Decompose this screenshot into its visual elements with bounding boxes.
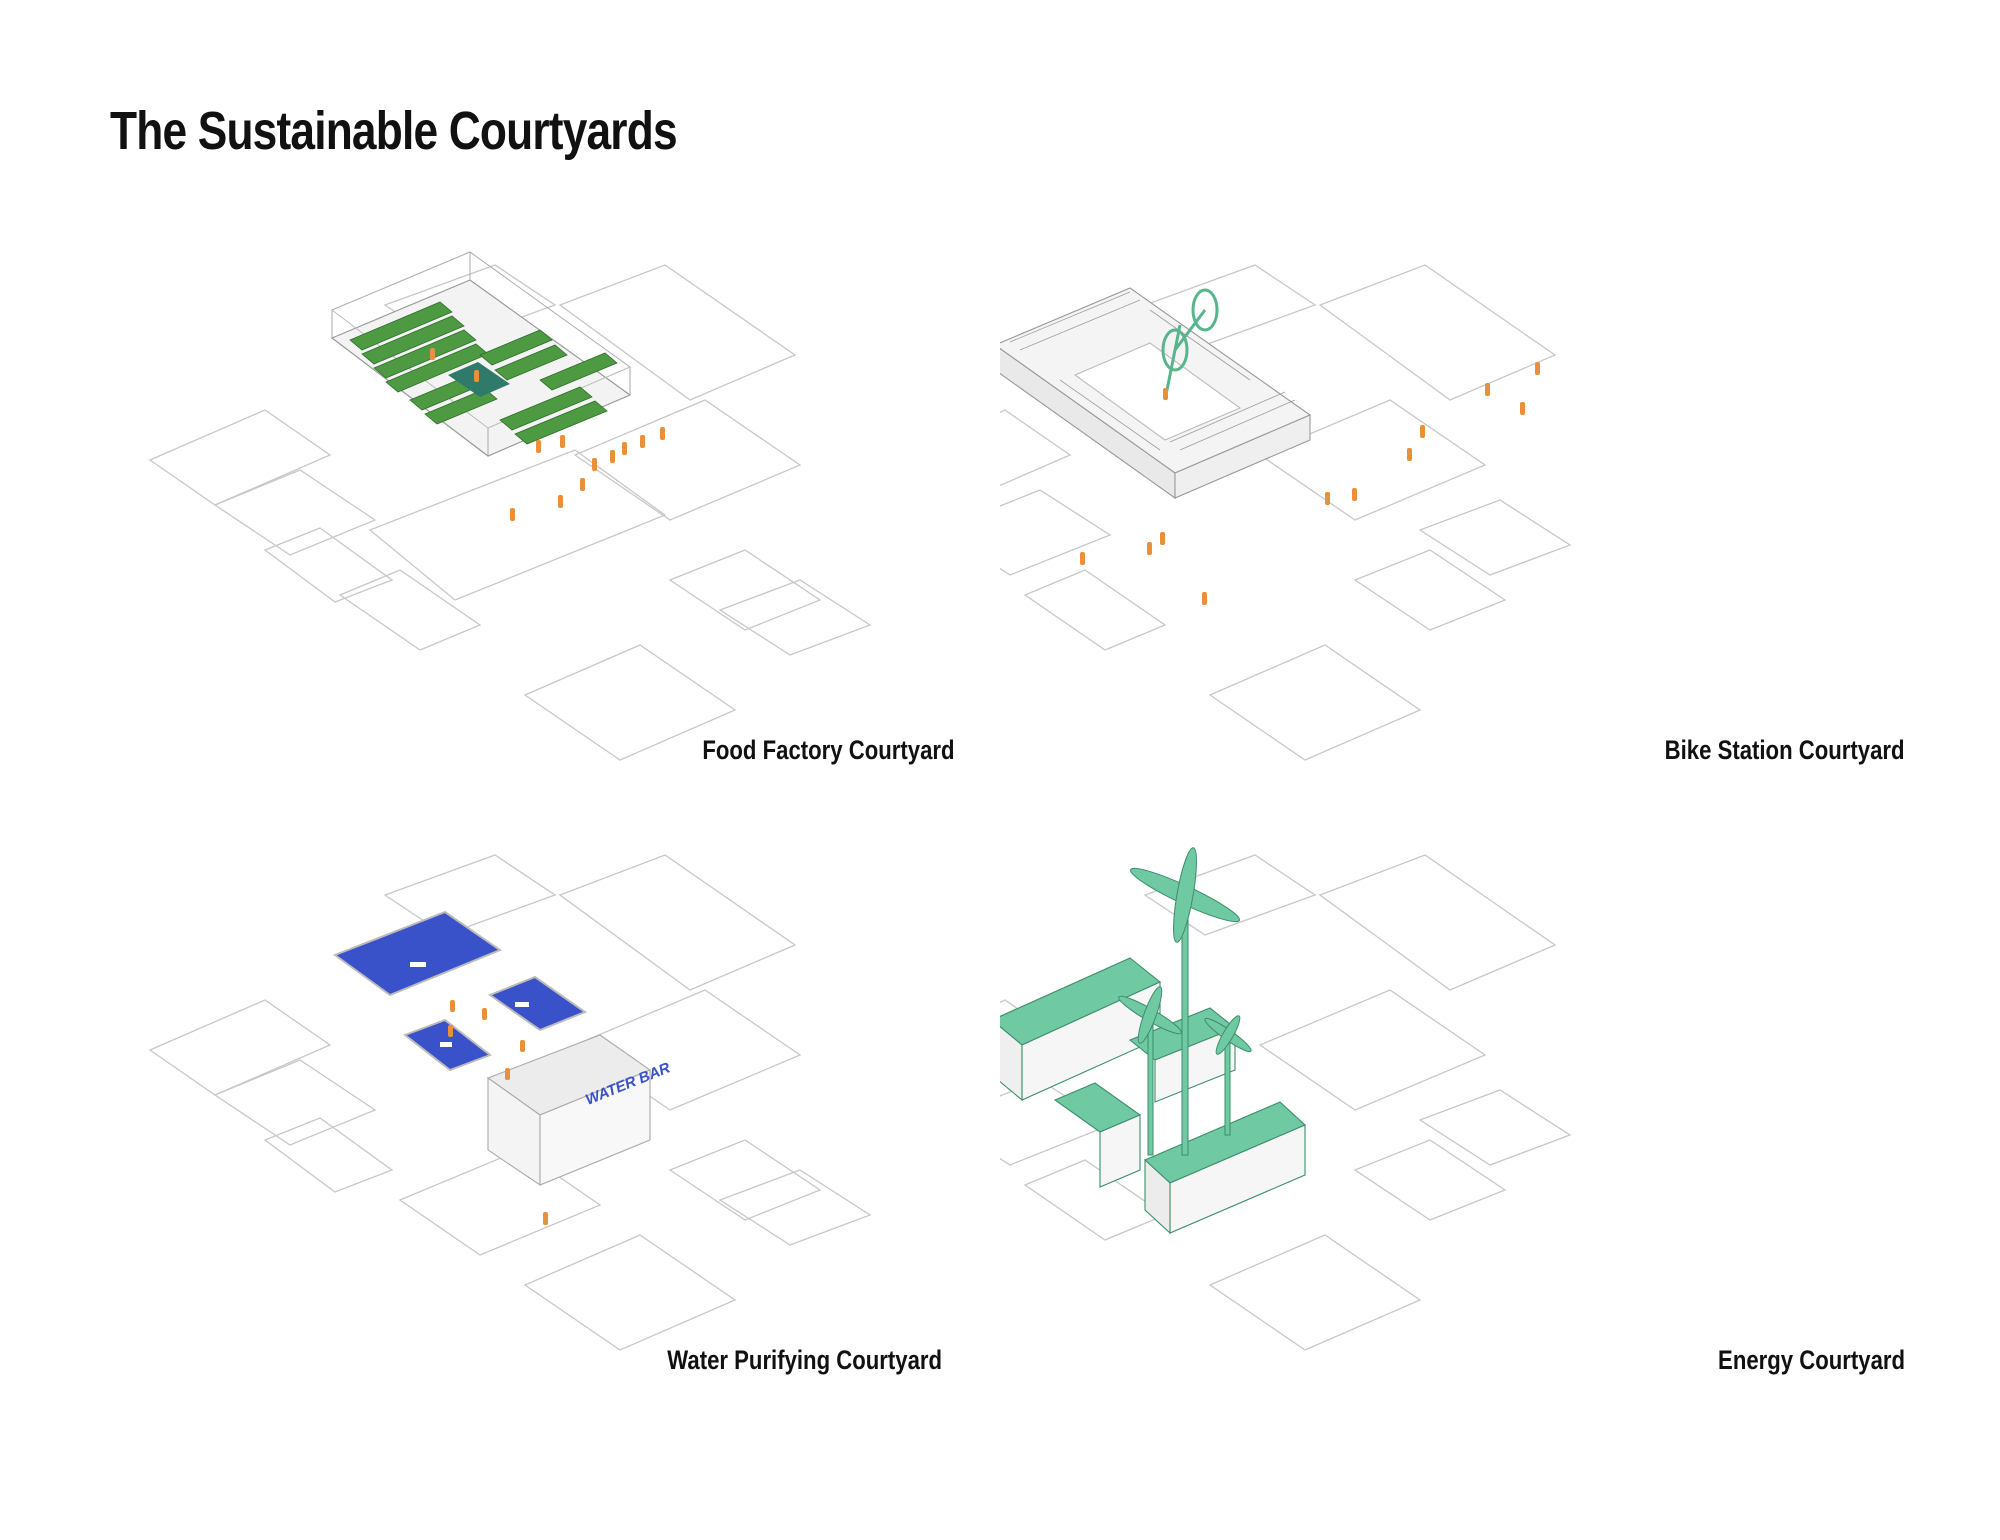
water-purifying-panel: WATER BAR Water Purifying Courtyard <box>0 840 1000 1540</box>
water-bar-building <box>486 1034 652 1187</box>
wind-turbines <box>1118 847 1252 1156</box>
bike-shelter <box>1000 287 1312 500</box>
water-purifying-diagram: WATER BAR <box>148 854 872 1351</box>
energy-diagram <box>1000 847 1572 1351</box>
people-figures <box>448 1000 548 1225</box>
people-figures <box>1080 362 1540 605</box>
context-plots <box>148 264 872 761</box>
food-factory-diagram <box>148 251 872 761</box>
bike-sculpture <box>1161 288 1219 401</box>
page-title: The Sustainable Courtyards <box>110 101 678 161</box>
energy-panel: Energy Courtyard <box>1000 840 2000 1540</box>
people-figures <box>430 348 665 521</box>
water-pools <box>332 910 588 1072</box>
bike-station-caption: Bike Station Courtyard <box>1665 735 1905 765</box>
energy-caption: Energy Courtyard <box>1717 1345 1905 1375</box>
food-factory-panel: Food Factory Courtyard <box>0 230 1000 930</box>
bike-station-panel: Bike Station Courtyard <box>1000 230 2000 930</box>
bike-racks <box>1009 291 1296 451</box>
food-factory-caption: Food Factory Courtyard <box>702 735 955 765</box>
pool-fittings <box>410 962 529 1047</box>
water-purifying-caption: Water Purifying Courtyard <box>667 1345 942 1375</box>
solar-roof-buildings <box>1000 957 1306 1235</box>
bike-station-diagram <box>1000 264 1572 761</box>
